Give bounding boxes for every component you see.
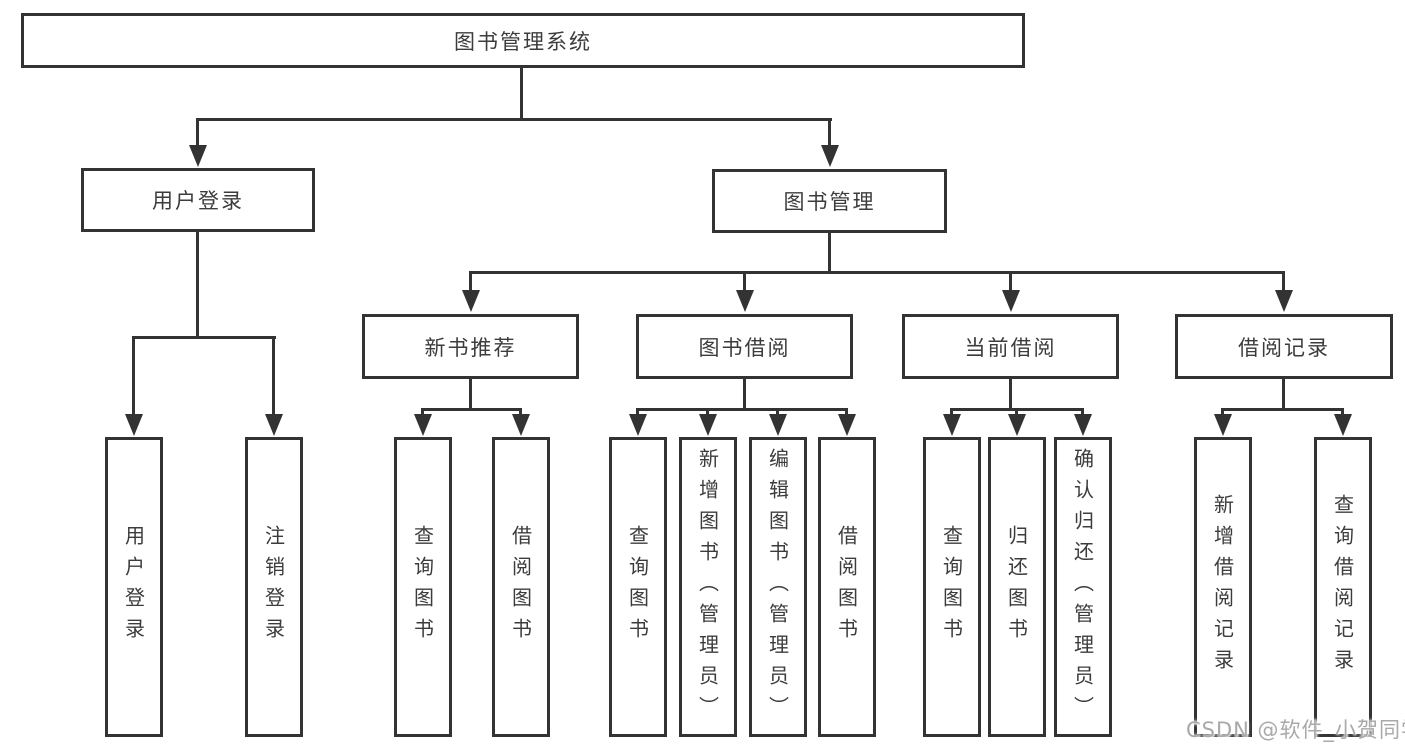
arrow-to-newbooks-borrow bbox=[511, 408, 530, 436]
arrow-to-bookborrow-edit bbox=[768, 408, 787, 436]
leaf-bookborrow-edit-label: 编辑图书（管理员） bbox=[765, 447, 790, 727]
arrow-to-bookborrow-add bbox=[698, 408, 717, 436]
connector-book-borrow-hline bbox=[636, 408, 848, 411]
arrow-to-current-confirm bbox=[1073, 408, 1092, 436]
connector-book-mgmt-hline bbox=[469, 271, 1285, 274]
arrow-to-bookborrow-borrow bbox=[837, 408, 856, 436]
node-new-books-label: 新书推荐 bbox=[424, 335, 517, 360]
arrow-to-current-return bbox=[1007, 408, 1026, 436]
arrow-to-records-query bbox=[1333, 408, 1352, 436]
node-borrow-records: 借阅记录 bbox=[1175, 314, 1393, 379]
connector-borrow-records-hline bbox=[1221, 408, 1344, 411]
leaf-bookborrow-query-label: 查询图书 bbox=[625, 525, 650, 649]
leaf-bookborrow-edit: 编辑图书（管理员） bbox=[749, 437, 807, 737]
leaf-newbooks-query-label: 查询图书 bbox=[410, 525, 435, 649]
node-book-borrow: 图书借阅 bbox=[636, 314, 853, 379]
leaf-current-query: 查询图书 bbox=[923, 437, 981, 737]
leaf-current-query-label: 查询图书 bbox=[939, 525, 964, 649]
node-current-borrow-label: 当前借阅 bbox=[964, 335, 1057, 360]
arrow-to-current-query bbox=[942, 408, 961, 436]
node-new-books: 新书推荐 bbox=[362, 314, 579, 379]
node-root-label: 图书管理系统 bbox=[454, 29, 592, 54]
leaf-current-confirm: 确认归还（管理员） bbox=[1054, 437, 1112, 737]
connector-book-borrow-stem bbox=[743, 379, 746, 411]
connector-new-books-hline bbox=[421, 408, 522, 411]
connector-current-borrow-stem bbox=[1009, 379, 1012, 411]
arrow-to-book-mgmt bbox=[820, 118, 839, 167]
node-borrow-records-label: 借阅记录 bbox=[1238, 335, 1330, 360]
connector-book-mgmt-stem bbox=[828, 233, 831, 274]
connector-borrow-records-stem bbox=[1282, 379, 1285, 411]
node-book-borrow-label: 图书借阅 bbox=[698, 335, 791, 360]
leaf-current-return: 归还图书 bbox=[988, 437, 1046, 737]
leaf-logout: 注销登录 bbox=[245, 437, 303, 737]
leaf-records-query: 查询借阅记录 bbox=[1314, 437, 1372, 737]
leaf-login-label: 用户登录 bbox=[121, 525, 146, 649]
arrow-to-borrow-records bbox=[1274, 271, 1293, 312]
node-book-mgmt-label: 图书管理 bbox=[783, 190, 876, 214]
leaf-records-add-label: 新增借阅记录 bbox=[1210, 494, 1235, 680]
node-root: 图书管理系统 bbox=[21, 13, 1025, 68]
leaf-newbooks-borrow-label: 借阅图书 bbox=[508, 525, 533, 649]
arrow-to-newbooks-query bbox=[413, 408, 432, 436]
leaf-bookborrow-add-label: 新增图书（管理员） bbox=[695, 447, 720, 727]
node-user-login: 用户登录 bbox=[81, 168, 315, 232]
connector-user-login-stem bbox=[196, 232, 199, 339]
leaf-records-query-label: 查询借阅记录 bbox=[1330, 494, 1355, 680]
leaf-current-return-label: 归还图书 bbox=[1004, 525, 1029, 649]
connector-new-books-stem bbox=[469, 379, 472, 411]
leaf-current-confirm-label: 确认归还（管理员） bbox=[1070, 447, 1095, 727]
connector-user-login-hline bbox=[132, 336, 276, 339]
arrow-to-book-borrow bbox=[735, 271, 754, 312]
leaf-login: 用户登录 bbox=[105, 437, 163, 737]
connector-level1-hline bbox=[196, 118, 832, 121]
arrow-to-leaf-login bbox=[124, 336, 143, 436]
connector-root-stem bbox=[520, 67, 523, 120]
leaf-bookborrow-query: 查询图书 bbox=[609, 437, 667, 737]
arrow-to-bookborrow-query bbox=[628, 408, 647, 436]
arrow-to-new-books bbox=[461, 271, 480, 312]
leaf-bookborrow-borrow: 借阅图书 bbox=[818, 437, 876, 737]
arrow-to-user-login bbox=[188, 118, 207, 167]
leaf-bookborrow-borrow-label: 借阅图书 bbox=[834, 525, 859, 649]
leaf-records-add: 新增借阅记录 bbox=[1194, 437, 1252, 737]
watermark: CSDN @软件_小贺同学 bbox=[1186, 718, 1405, 742]
node-book-mgmt: 图书管理 bbox=[712, 169, 947, 233]
arrow-to-records-add bbox=[1213, 408, 1232, 436]
leaf-newbooks-borrow: 借阅图书 bbox=[492, 437, 550, 737]
node-current-borrow: 当前借阅 bbox=[902, 314, 1119, 379]
node-user-login-label: 用户登录 bbox=[152, 189, 244, 213]
leaf-bookborrow-add: 新增图书（管理员） bbox=[679, 437, 737, 737]
arrow-to-current-borrow bbox=[1001, 271, 1020, 312]
leaf-newbooks-query: 查询图书 bbox=[394, 437, 452, 737]
arrow-to-leaf-logout bbox=[264, 336, 283, 436]
leaf-logout-label: 注销登录 bbox=[261, 525, 286, 649]
